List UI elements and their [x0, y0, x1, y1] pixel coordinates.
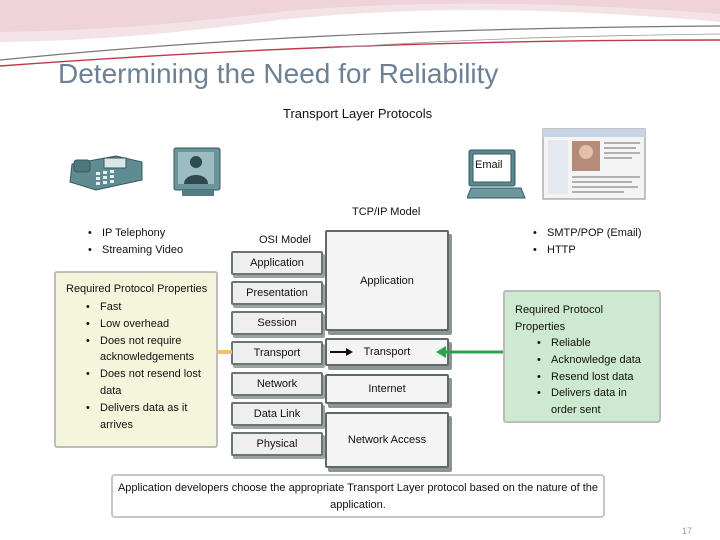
email-computer: Email: [466, 148, 527, 205]
computer-monitor-icon: [466, 149, 526, 199]
list-item: Fast: [86, 299, 214, 316]
panel-title: Required Protocol Properties: [66, 283, 208, 295]
email-label: Email: [475, 159, 503, 171]
tcpip-layer-internet: Internet: [325, 374, 449, 404]
tcpip-layer-network-access: Network Access: [325, 412, 449, 468]
osi-layer-session: Session: [231, 311, 323, 335]
diagram-subtitle: Transport Layer Protocols: [283, 106, 433, 121]
list-item: Delivers data in order sent: [537, 385, 655, 419]
list-item: Resend lost data: [537, 369, 655, 386]
panel-title: Required Protocol Properties: [515, 304, 604, 333]
list-item: Low overhead: [86, 316, 214, 333]
tcpip-layer-application: Application: [325, 230, 449, 331]
osi-model-title: OSI Model: [259, 234, 311, 246]
osi-layer-transport: Transport: [231, 341, 323, 365]
udp-properties-list: Fast Low overhead Does not require ackno…: [86, 299, 214, 433]
streaming-video-icon: [173, 147, 221, 196]
ip-phone-icon: [69, 155, 143, 191]
udp-properties-panel: Required Protocol Properties Fast Low ov…: [54, 271, 218, 448]
list-item: Streaming Video: [88, 242, 183, 259]
tcp-properties-list: Reliable Acknowledge data Resend lost da…: [537, 335, 655, 419]
tcp-properties-panel: Required Protocol Properties Reliable Ac…: [503, 290, 661, 423]
right-app-list: SMTP/POP (Email) HTTP: [533, 225, 642, 259]
slide-title: Determining the Need for Reliability: [58, 58, 499, 89]
osi-layer-data-link: Data Link: [231, 402, 323, 426]
osi-layer-application: Application: [231, 251, 323, 275]
osi-layer-presentation: Presentation: [231, 281, 323, 305]
arrow-right-icon: [330, 348, 353, 356]
list-item: HTTP: [533, 242, 642, 259]
osi-layer-physical: Physical: [231, 432, 323, 456]
web-browser-icon: [542, 128, 646, 200]
left-app-list: IP Telephony Streaming Video: [88, 225, 183, 259]
list-item: Does not resend lost data: [86, 366, 214, 400]
list-item: IP Telephony: [88, 225, 183, 242]
arrow-left-icon: [436, 346, 503, 358]
page-number: 17: [682, 526, 693, 536]
list-item: Delivers data as it arrives: [86, 400, 214, 434]
list-item: Does not require acknowledgements: [86, 333, 214, 367]
tcpip-model-title: TCP/IP Model: [352, 206, 421, 218]
list-item: Acknowledge data: [537, 352, 655, 369]
list-item: Reliable: [537, 335, 655, 352]
bottom-note: Application developers choose the approp…: [111, 474, 605, 518]
header-decoration: [0, 0, 720, 67]
list-item: SMTP/POP (Email): [533, 225, 642, 242]
osi-layer-network: Network: [231, 372, 323, 396]
